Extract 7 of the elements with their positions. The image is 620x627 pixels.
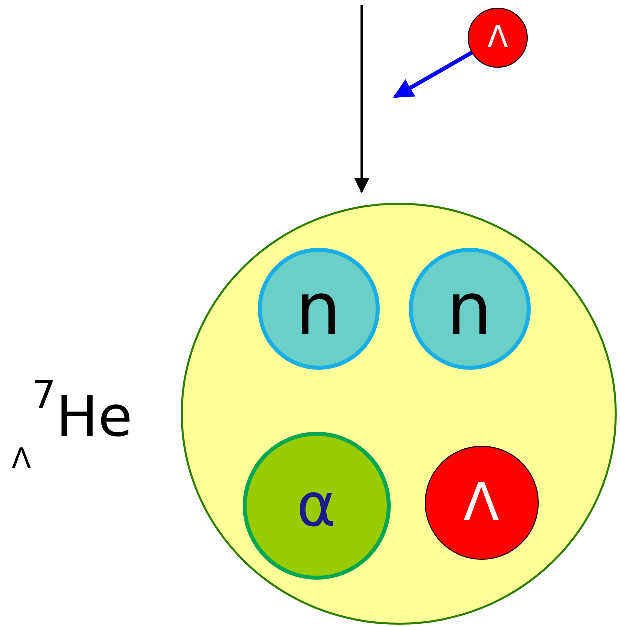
particle-symbol: n bbox=[296, 272, 342, 344]
arrow bbox=[393, 51, 473, 99]
particle-symbol: Λ bbox=[464, 476, 500, 528]
particle-symbol: α bbox=[296, 476, 336, 536]
particle-symbol: Λ bbox=[488, 23, 508, 53]
particle-symbol: n bbox=[446, 272, 492, 344]
arrow bbox=[354, 5, 370, 194]
